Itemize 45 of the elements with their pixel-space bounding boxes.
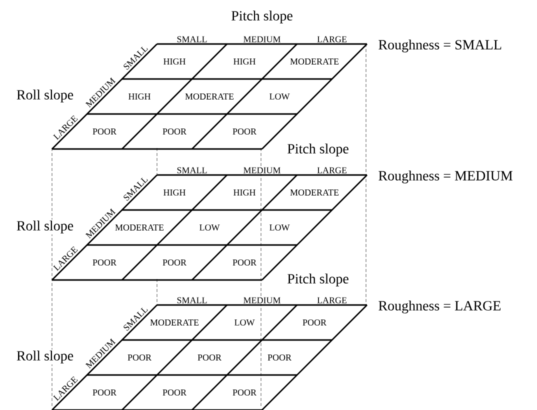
cell-text: MODERATE [290, 188, 340, 196]
cell-text: LOW [198, 224, 220, 232]
cell-text: MODERATE [290, 58, 340, 66]
column-label: LARGE [316, 166, 348, 174]
axis-label: Roll slope [15, 350, 75, 364]
cell-text: POOR [232, 128, 257, 136]
axis-label: Pitch slope [288, 144, 348, 156]
cell-text: POOR [92, 128, 117, 136]
cell-text: POOR [162, 258, 187, 266]
cell-text: MODERATE [184, 92, 234, 100]
cell-text: POOR [232, 388, 257, 396]
cell-text: HIGH [232, 188, 256, 196]
cell-text: LOW [268, 92, 290, 100]
column-label: SMALL [176, 296, 208, 304]
column-label: MEDIUM [242, 36, 282, 43]
cell-text: MODERATE [114, 224, 164, 232]
cell-text: MODERATE [150, 318, 200, 326]
column-label: LARGE [316, 296, 348, 304]
cell-text: LOW [234, 318, 256, 326]
cell-text: POOR [302, 318, 327, 326]
cell-text: POOR [92, 258, 117, 266]
column-label: MEDIUM [242, 296, 282, 304]
cell-text: POOR [127, 354, 152, 362]
column-label: SMALL [176, 36, 208, 43]
roughness-label: Roughness = SMALL [378, 40, 502, 52]
cell-text: POOR [232, 258, 257, 266]
column-label: MEDIUM [242, 166, 282, 174]
cell-text: HIGH [232, 58, 256, 66]
cell-text: HIGH [162, 188, 186, 196]
cell-text: HIGH [128, 92, 152, 100]
column-label: SMALL [176, 166, 208, 174]
cell-text: POOR [162, 128, 187, 136]
axis-label: Roll slope [15, 220, 75, 234]
axis-label: Pitch slope [288, 274, 348, 286]
cell-text: POOR [92, 388, 117, 396]
cell-text: POOR [162, 388, 187, 396]
column-label: LARGE [316, 36, 348, 43]
axis-label: Pitch slope [232, 10, 292, 24]
cell-text: POOR [267, 354, 292, 362]
cell-text: HIGH [162, 58, 186, 66]
roughness-label: Roughness = LARGE [378, 300, 501, 314]
axis-label: Roll slope [15, 88, 75, 104]
roughness-label: Roughness = MEDIUM [378, 170, 512, 184]
cell-text: POOR [197, 354, 222, 362]
cell-text: LOW [268, 224, 290, 232]
